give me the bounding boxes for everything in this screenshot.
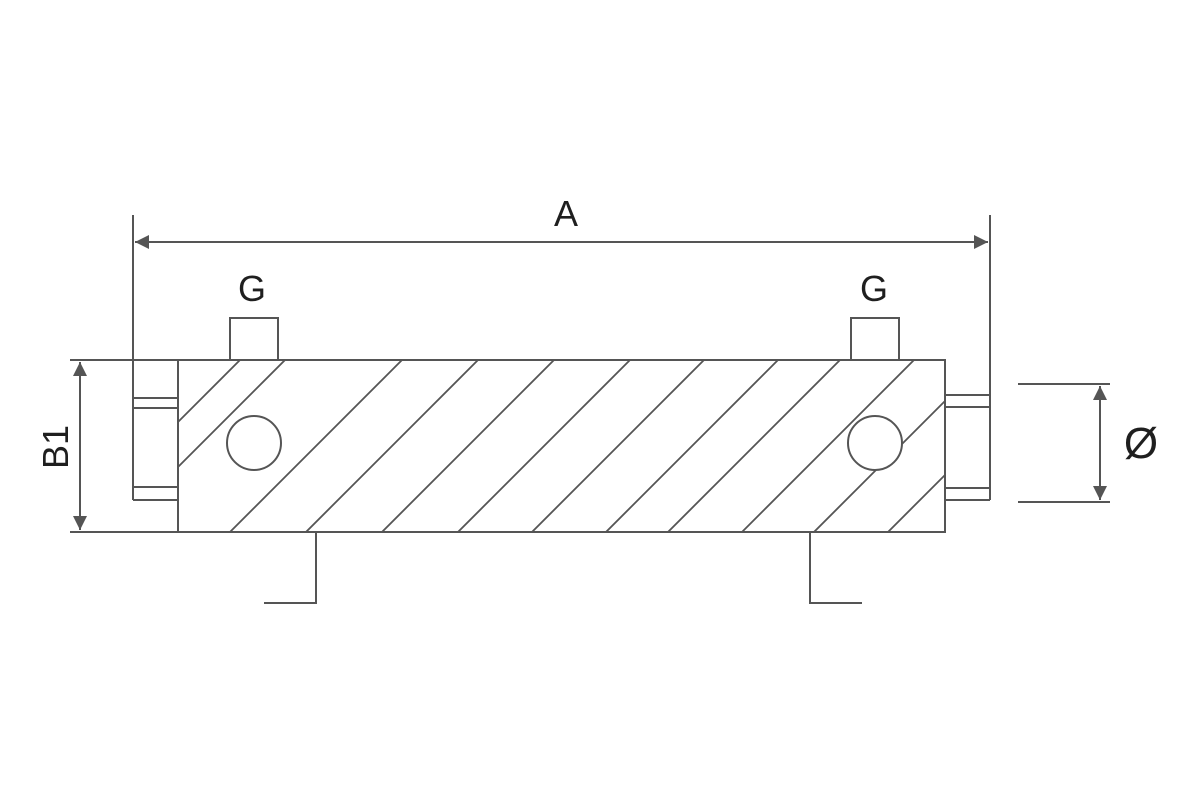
port-left-label: G <box>238 268 266 309</box>
dimension-diameter-label: Ø <box>1124 419 1158 468</box>
exchanger-body <box>177 359 946 533</box>
dimension-a-label: A <box>554 193 578 234</box>
right-end-cap <box>945 394 991 501</box>
dimension-b1-label: B1 <box>35 425 76 469</box>
body-hatching <box>178 360 945 532</box>
port-left-stub <box>229 317 279 361</box>
port-right-stub <box>850 317 900 361</box>
mounting-bracket-right <box>809 532 862 604</box>
port-right-label: G <box>860 268 888 309</box>
tube-opening-left <box>226 415 282 471</box>
mounting-bracket-left <box>264 532 317 604</box>
left-end-cap <box>132 360 178 501</box>
tube-opening-right <box>847 415 903 471</box>
